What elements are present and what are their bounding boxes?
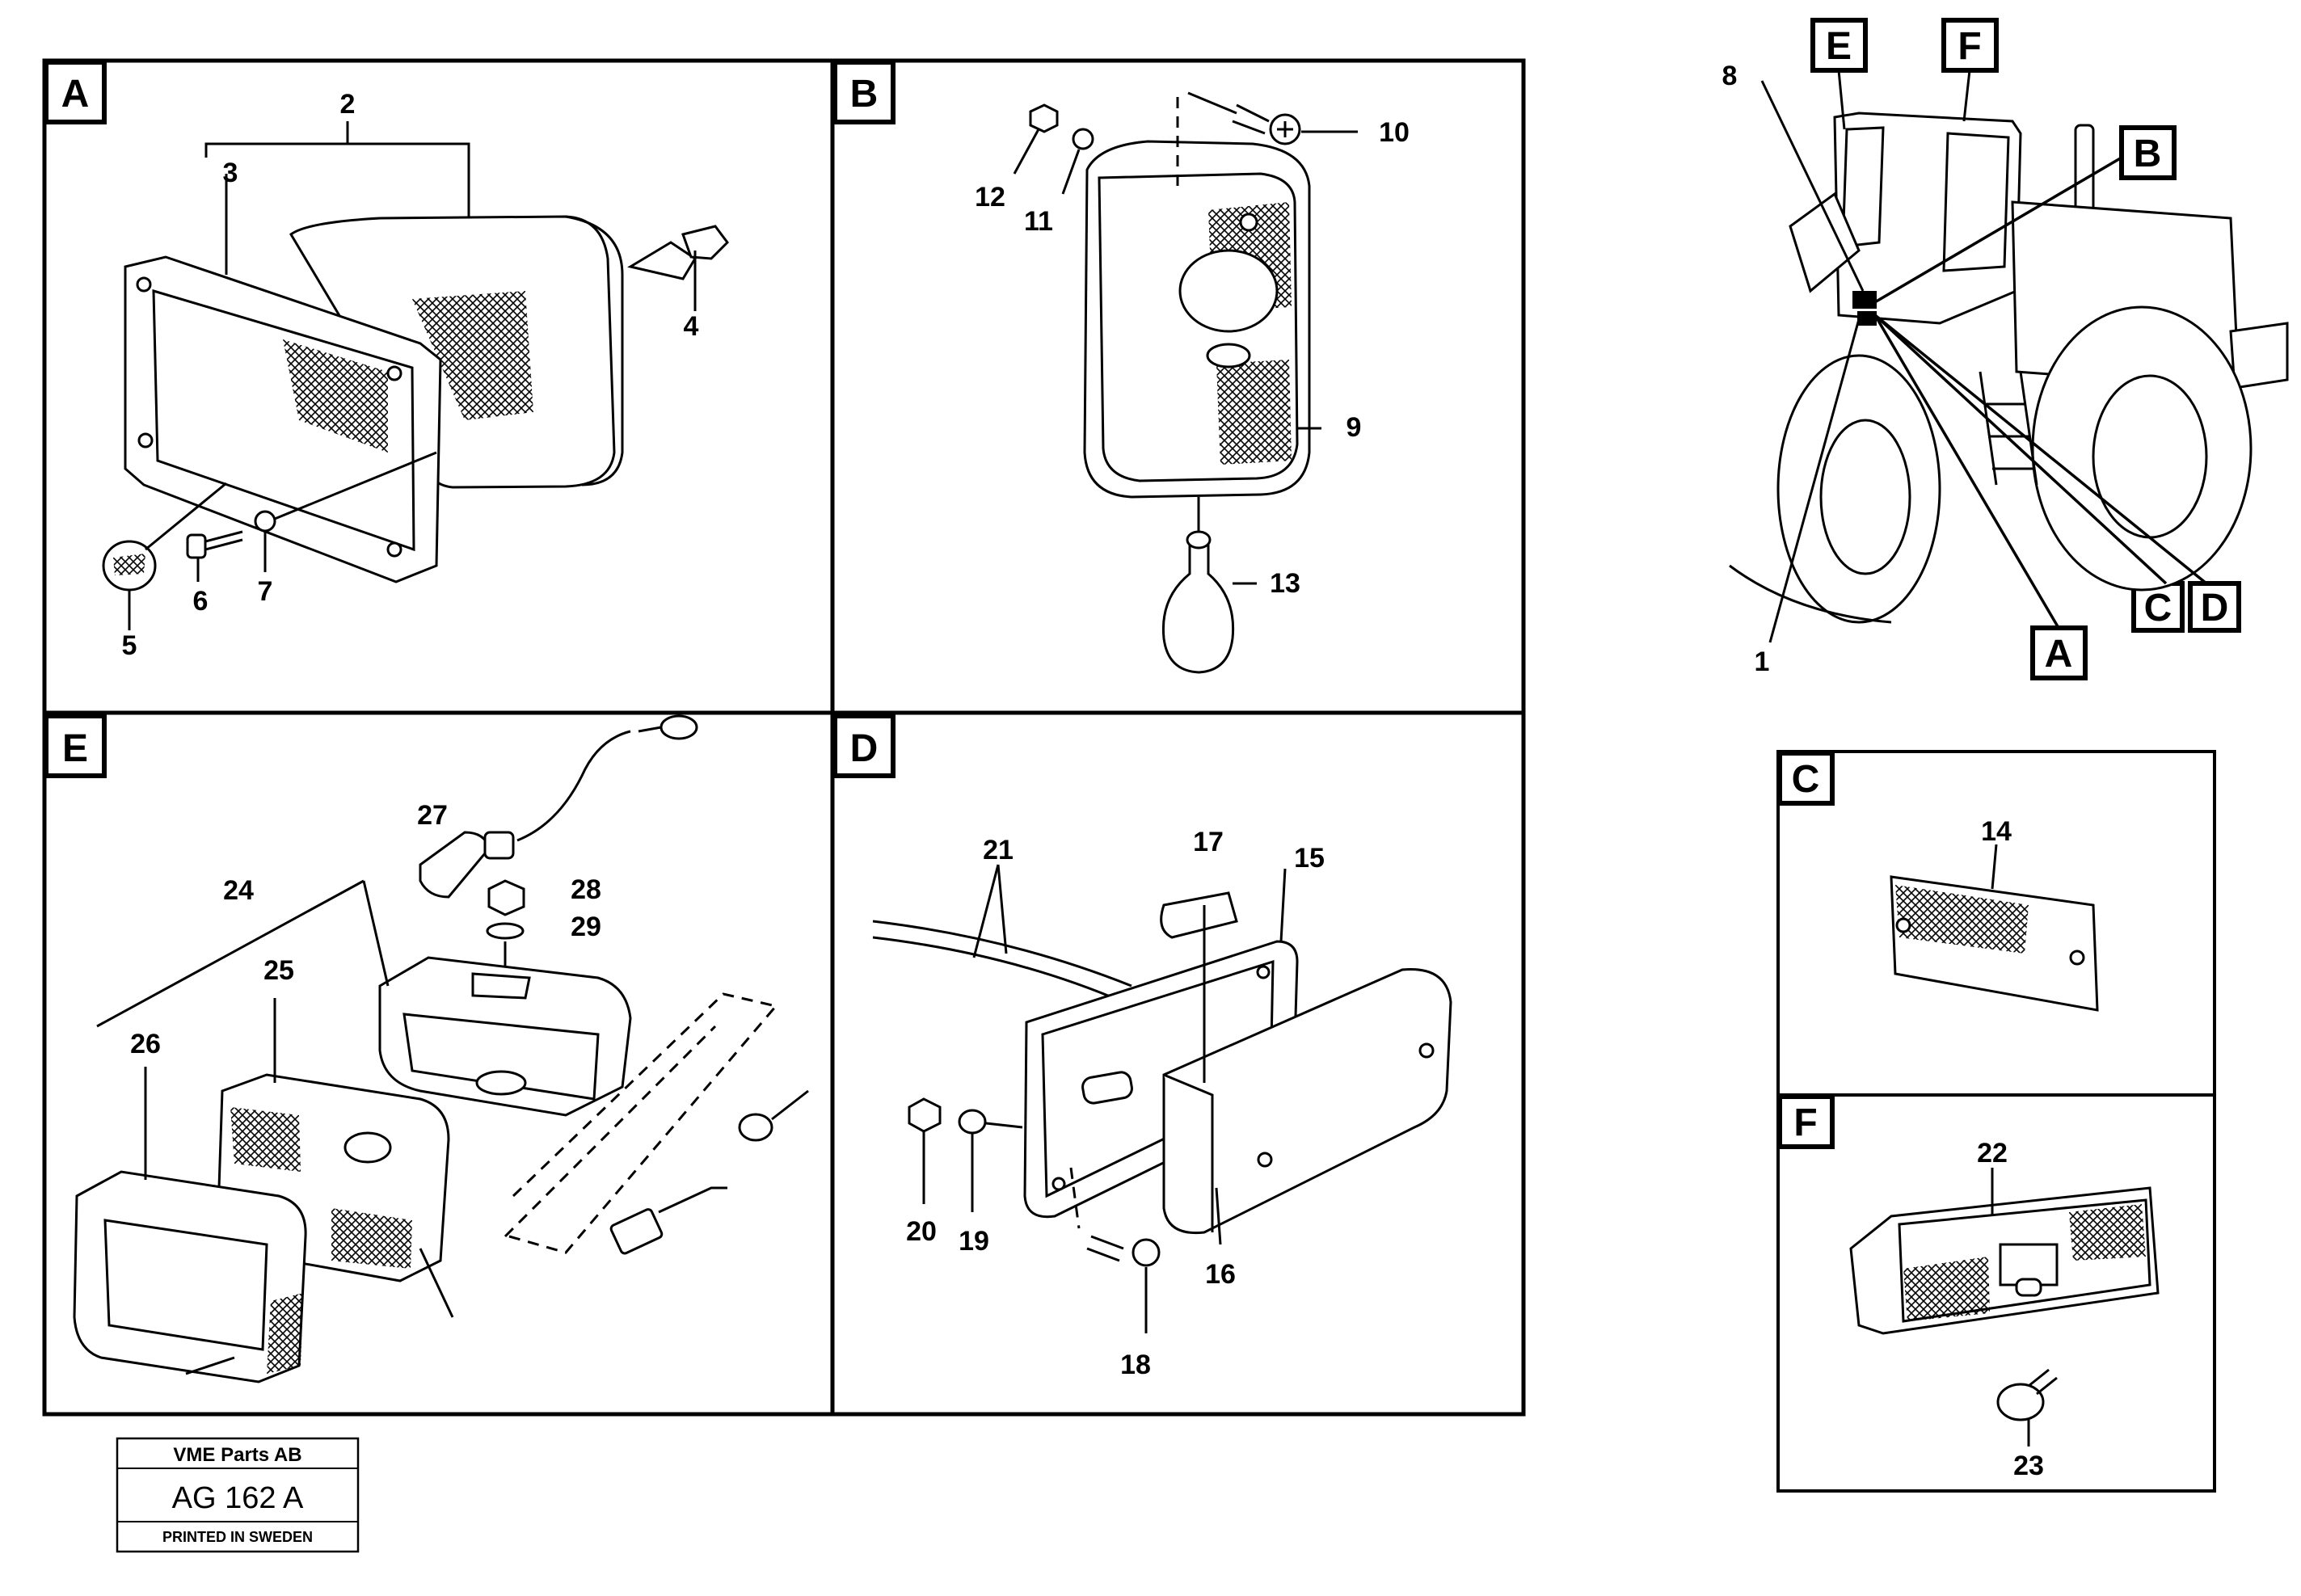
callout-4: 4: [684, 311, 699, 342]
section-tag-label: D: [2201, 587, 2229, 630]
callout-7: 7: [258, 576, 273, 607]
callout-17: 17: [1193, 827, 1224, 857]
headlight-housing: [289, 215, 624, 489]
section-tag-label: F: [1793, 1101, 1817, 1144]
callout-1: 1: [1755, 646, 1770, 677]
footer-stamp: VME Parts AB AG 162 A PRINTED IN SWEDEN: [116, 1437, 360, 1553]
halogen-bulb: [627, 225, 729, 311]
panel-c: C 14: [1776, 750, 2216, 1097]
callout-3: 3: [223, 158, 238, 188]
callout-26: 26: [130, 1029, 161, 1059]
callout-6: 6: [193, 586, 209, 617]
interior-lamp: [1849, 1186, 2160, 1335]
callout-24: 24: [223, 875, 254, 906]
callout-12: 12: [975, 182, 1005, 213]
callout-28: 28: [571, 874, 601, 905]
callout-18: 18: [1120, 1350, 1151, 1380]
footer-printed: PRINTED IN SWEDEN: [162, 1529, 313, 1545]
overview-tag-e: E: [1810, 18, 1868, 73]
callout-19: 19: [959, 1226, 989, 1257]
callout-9: 9: [1346, 412, 1362, 443]
marker-lamp-cover: [1162, 968, 1452, 1235]
callout-16: 16: [1205, 1259, 1236, 1290]
section-tag-label: A: [2045, 633, 2073, 676]
panel-c-tag: C: [1777, 751, 1835, 806]
callout-10: 10: [1379, 117, 1410, 148]
panel-e: E: [44, 714, 809, 1383]
callout-8: 8: [1722, 61, 1738, 91]
section-tag-label: E: [1826, 25, 1852, 68]
callout-27: 27: [417, 800, 448, 831]
callout-20: 20: [906, 1216, 937, 1247]
festoon-bulb: [1081, 891, 1238, 1105]
work-lamp-bulb: [419, 831, 515, 899]
side-lamp: [1083, 140, 1311, 499]
callout-21: 21: [983, 835, 1014, 865]
callout-23: 23: [2013, 1451, 2044, 1481]
work-lamp-body: [378, 956, 632, 1117]
overview-tag-d: D: [2188, 581, 2241, 633]
section-tag-label: A: [61, 73, 90, 116]
plug-connector: [609, 1089, 809, 1255]
interior-lamp-bulb: [1996, 1368, 2058, 1447]
footer-company: VME Parts AB: [173, 1444, 301, 1466]
reflector: [1890, 875, 2099, 1012]
side-lamp-bulb: [1161, 497, 1235, 674]
overview-tag-b: B: [2119, 125, 2177, 180]
callout-11: 11: [1024, 206, 1053, 237]
overview-tag-c: C: [2131, 581, 2185, 633]
section-tag-label: C: [1792, 758, 1820, 801]
callout-25: 25: [263, 955, 294, 986]
panel-b: B 10 12 11 9 13: [832, 60, 1410, 674]
callout-5: 5: [122, 630, 137, 661]
overview-tag-a: A: [2030, 625, 2088, 680]
callout-22: 22: [1977, 1138, 2008, 1169]
panel-a-tag: A: [44, 60, 107, 124]
screw-and-washer: [186, 451, 437, 582]
panel-e-tag: E: [44, 714, 107, 778]
callout-14: 14: [1981, 816, 2012, 847]
panel-a: A: [44, 60, 729, 661]
callout-15: 15: [1294, 843, 1325, 874]
callout-29: 29: [571, 912, 601, 942]
section-tag-label: D: [850, 727, 879, 770]
marker-lamp-base: [1023, 940, 1299, 1219]
footer-code: AG 162 A: [172, 1481, 304, 1515]
panel-b-tag: B: [832, 60, 896, 124]
panel-f: F 22 23: [1776, 1093, 2216, 1493]
overview-tag-f: F: [1941, 18, 1999, 73]
panel-d: D: [832, 714, 1452, 1380]
machine-overview: E F B C D A: [1722, 18, 2289, 680]
callout-13: 13: [1270, 568, 1300, 599]
parking-bulb: [102, 482, 227, 630]
section-tag-label: B: [850, 73, 879, 116]
callout-2: 2: [340, 89, 356, 120]
section-tag-label: E: [62, 727, 88, 770]
section-tag-label: F: [1958, 25, 1981, 68]
panel-f-tag: F: [1777, 1094, 1835, 1149]
section-tag-label: C: [2144, 587, 2172, 630]
section-tag-label: B: [2134, 133, 2162, 175]
work-lamp-frame: [73, 1170, 307, 1383]
panel-d-tag: D: [832, 714, 896, 778]
